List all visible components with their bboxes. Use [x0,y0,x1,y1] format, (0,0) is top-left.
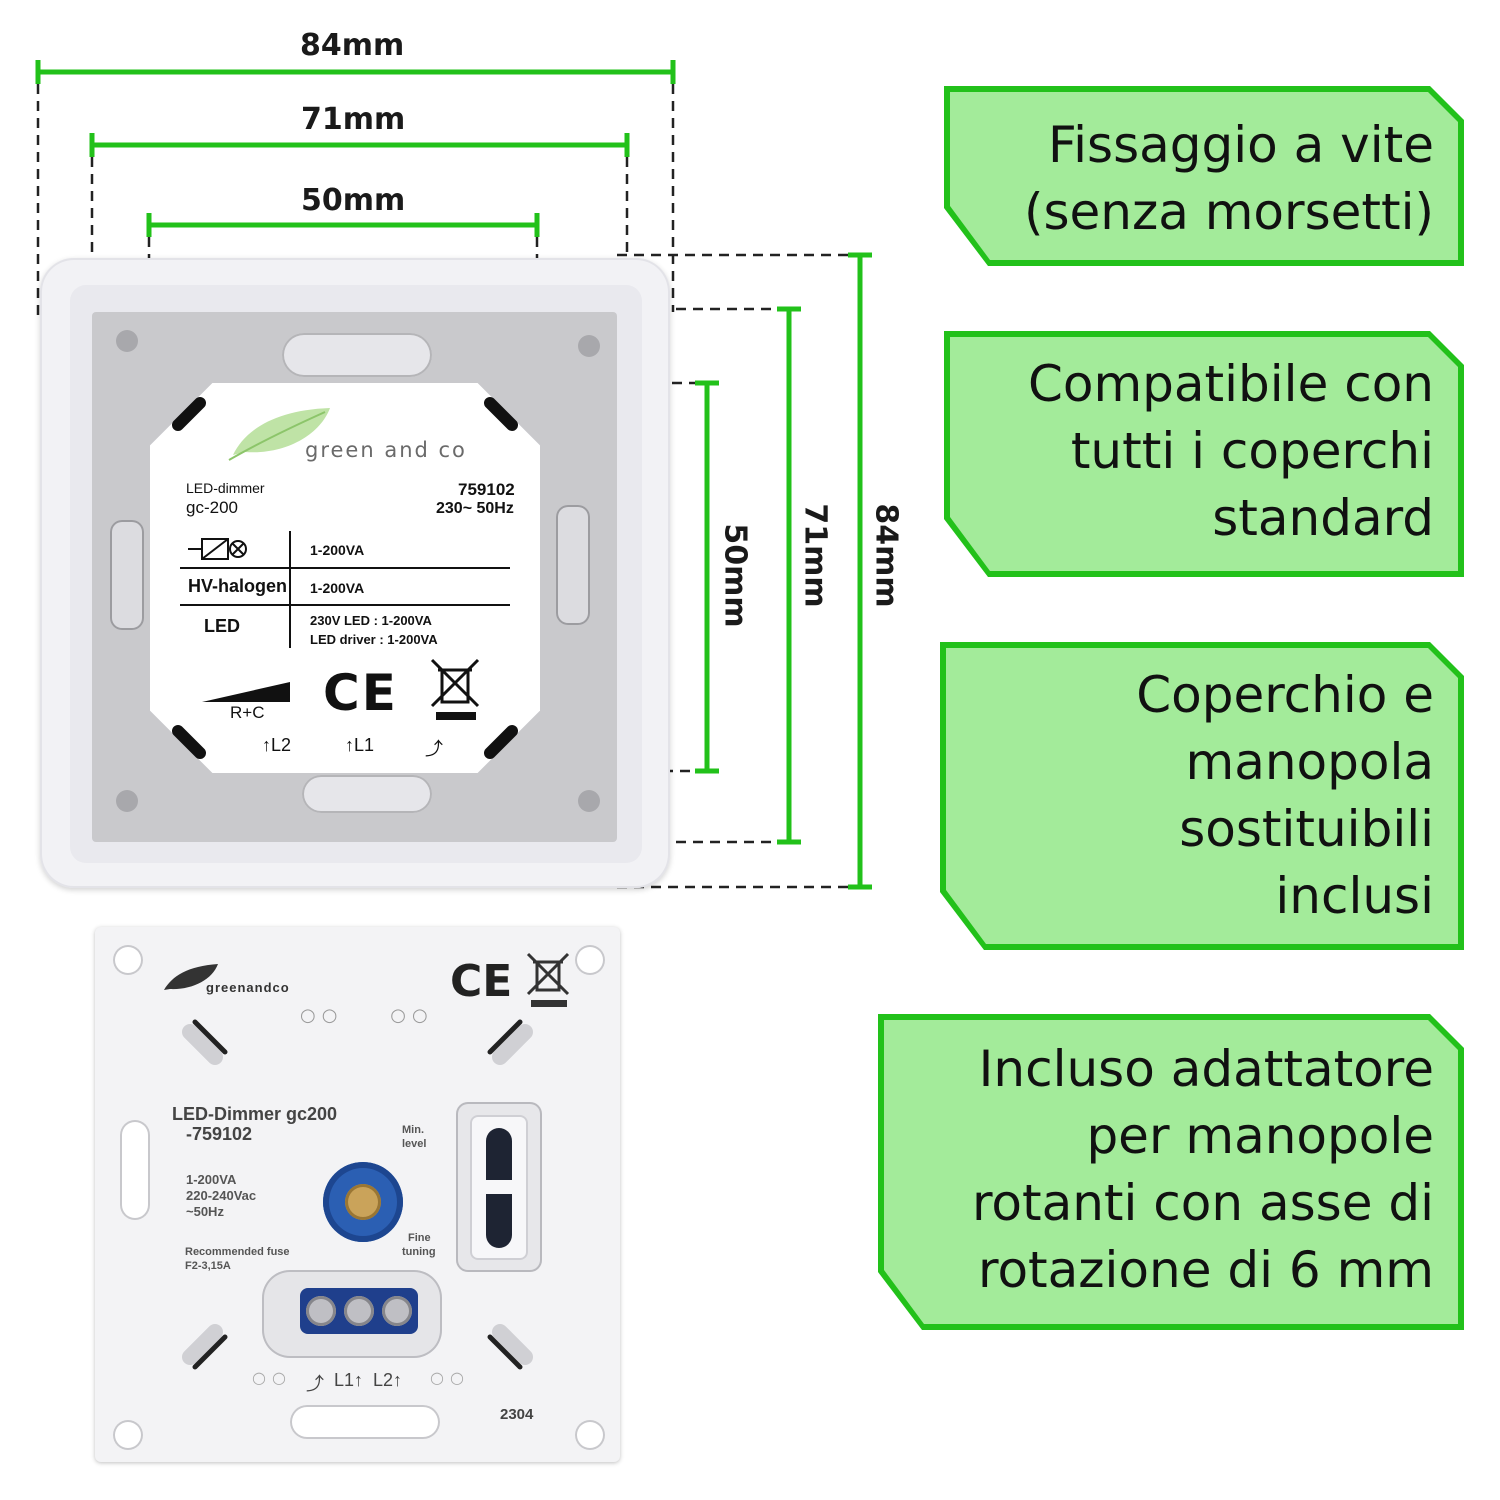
dim-label-84mm-vertical: 84mm [868,503,904,608]
terminal-l1-text: L1 [354,735,375,755]
plate-fuse2: F2-3,15A [185,1260,231,1272]
row2-name: HV-halogen [188,576,288,596]
model-line2: gc-200 [186,498,238,517]
plate-slot-bottom [290,1405,440,1439]
plate-min-level1: Min. [402,1124,424,1136]
callout-box-3: Coperchio e manopola sostituibili inclus… [940,642,1464,950]
callout-3-line-3: sostituibili [1179,800,1434,858]
callout-box-4: Incluso adattatore per manopole rotanti … [878,1014,1464,1330]
ce-mark: CE [323,664,398,722]
plate-hole [575,945,605,975]
callout-4-text: Incluso adattatore per manopole rotanti … [972,1036,1434,1304]
plate-title: LED-Dimmer gc200 [172,1104,338,1124]
shaft-slot-bar [484,1180,514,1194]
plate-spec2: 220-240Vac [186,1188,257,1203]
leaf-logo-small-icon [164,964,218,990]
callout-4-line-3: rotanti con asse di [971,1174,1434,1232]
row2-value: 1-200VA [310,580,365,596]
pushbutton-icon: ⤴ [425,739,443,759]
callout-2-line-3: standard [1212,489,1434,547]
plate-dots-bottom-right: ○○ [430,1368,470,1387]
potentiometer-screw[interactable] [345,1184,381,1220]
callout-2-line-2: tutti i coperchi [1070,422,1434,480]
terminal-l1-label: ↑L1 [345,735,374,756]
dim-label-50mm-horizontal: 50mm [301,183,406,218]
terminal-l2-label: ↑L2 [262,735,291,756]
plate-spec1: 1-200VA [186,1172,237,1187]
plate-hole [113,1420,143,1450]
mount-hole [116,330,138,352]
plate-pushbutton-icon: ⤴ [306,1374,324,1394]
plate-hole [575,1420,605,1450]
callout-1-line-1: Fissaggio a vite [1048,116,1434,174]
callout-fill [950,337,1458,571]
callout-box-1: Fissaggio a vite (senza morsetti) [944,86,1464,266]
arrow-up-icon: ↑ [262,735,271,755]
label-corner-marks [172,397,518,759]
plate-fine2: tuning [402,1246,436,1258]
model-code: 759102 [458,480,515,499]
arrow-up-icon: ↑ [345,735,354,755]
callout-3-line-1: Coperchio e [1136,666,1434,724]
callout-3-line-4: inclusi [1275,867,1434,925]
label-table-lines [180,531,510,648]
plate-terminal-labels: L1↑ L2↑ [334,1370,403,1390]
callout-3-text: Coperchio e manopola sostituibili inclus… [1136,662,1434,930]
callout-box-2: Compatibile con tutti i coperchi standar… [944,331,1464,577]
screw-slot-bottom [302,775,432,813]
dim-label-71mm-vertical: 71mm [797,503,833,608]
screw-right [556,505,590,625]
model-line1: LED-dimmer [186,480,265,496]
mount-hole [578,790,600,812]
callout-4-line-1: Incluso adattatore [978,1040,1434,1098]
mount-hole [116,790,138,812]
plate-min-level2: level [402,1138,427,1150]
plate-batch-number: 2304 [500,1406,534,1423]
terminal-l2-text: L2 [271,735,292,755]
row3-value-a: 230V LED : 1-200VA [310,613,432,628]
screw-left [110,520,144,630]
callout-4-line-2: per manopole [1086,1107,1434,1165]
terminal-screw[interactable] [306,1296,336,1326]
plate-dots-top: ○○ ○○ [300,1005,434,1026]
callout-2-text: Compatibile con tutti i coperchi standar… [1028,351,1434,552]
dim-label-84mm-horizontal: 84mm [300,28,405,63]
rc-label: R+C [230,703,265,722]
row3-value-b: LED driver : 1-200VA [310,632,438,647]
callout-4-line-4: rotazione di 6 mm [977,1241,1434,1299]
plate-weee-icon [526,952,570,1007]
leaf-logo-icon [228,408,330,461]
dim-label-71mm-horizontal: 71mm [301,102,406,137]
dimming-ramp-icon [202,682,290,702]
terminal-screw[interactable] [382,1296,412,1326]
mount-hole [578,335,600,357]
plate-hole [113,945,143,975]
plate-corner-clips [182,1019,533,1370]
callout-1-line-2: (senza morsetti) [1023,183,1434,241]
plate-code: -759102 [186,1124,253,1144]
row3-name: LED [204,616,240,636]
brand-name: green and co [305,438,467,462]
model-rating: 230~ 50Hz [436,500,514,517]
plate-dots-bottom-left: ○○ [252,1368,292,1387]
plate-ce-mark: CE [450,956,513,1007]
callout-1-text: Fissaggio a vite (senza morsetti) [1024,112,1434,246]
plate-slot-left [120,1120,150,1220]
plate-brand: greenandco [206,980,290,995]
callout-fill [946,648,1458,944]
callout-2-line-1: Compatibile con [1027,355,1434,413]
callout-3-line-2: manopola [1185,733,1434,791]
plate-spec3: ~50Hz [186,1204,224,1219]
screw-slot-top [282,333,432,377]
weee-bin-icon [430,658,480,720]
row1-value: 1-200VA [310,542,365,558]
plate-fine1: Fine [408,1232,431,1244]
plate-fuse1: Recommended fuse [185,1246,290,1258]
callout-fill [950,92,1458,260]
callout-fill [884,1020,1458,1324]
dim-label-50mm-vertical: 50mm [717,523,753,628]
dimmer-label [150,383,540,773]
transformer-icon [188,538,247,560]
terminal-screw[interactable] [344,1296,374,1326]
